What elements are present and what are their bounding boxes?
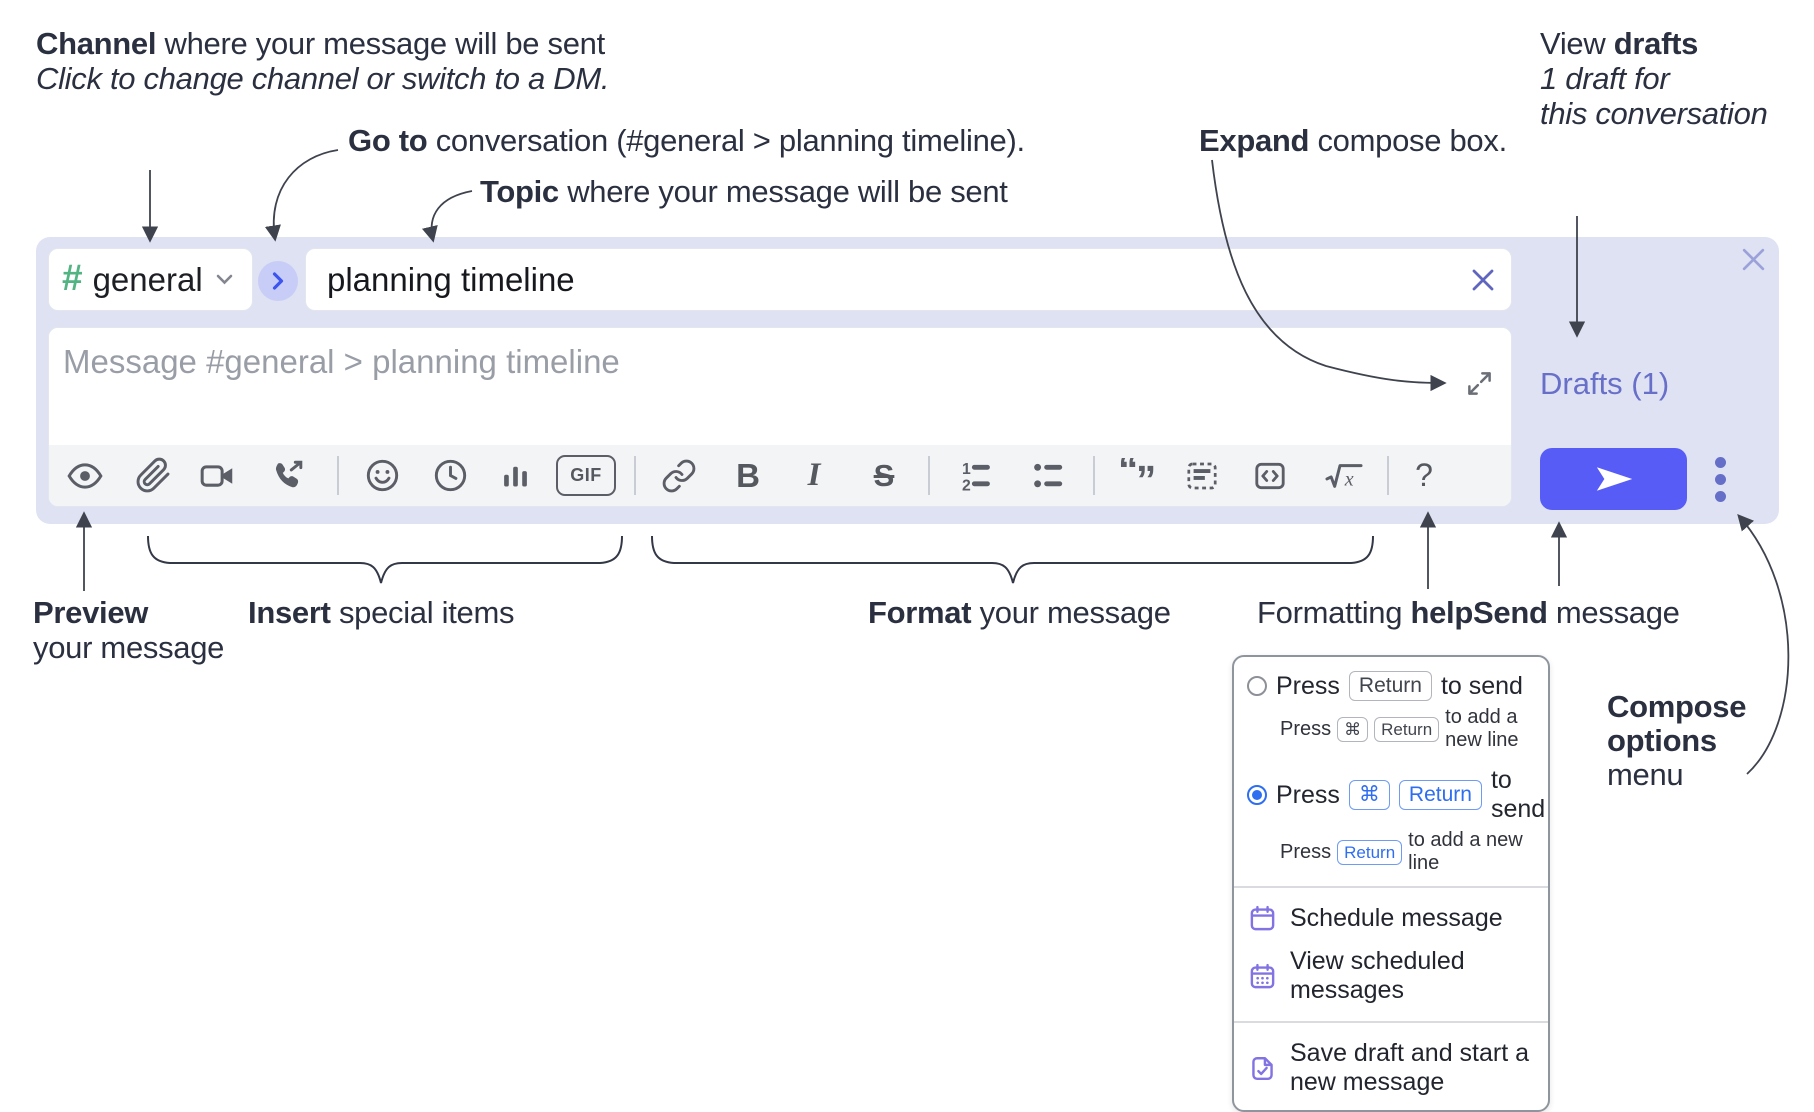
cmd-key-chip: ⌘: [1348, 780, 1390, 810]
clear-topic-icon[interactable]: [1463, 260, 1503, 300]
toolbar-divider: [1093, 456, 1095, 495]
calendar-grid-icon: [1248, 962, 1277, 991]
compose-options-button[interactable]: [1706, 454, 1734, 504]
preview-annotation: Preview your message: [33, 595, 225, 665]
option-return-subtext: Press ⌘ Return to add a new line: [1280, 706, 1519, 751]
code-block-icon[interactable]: [1178, 445, 1226, 506]
channel-name: general: [92, 260, 203, 298]
format-annotation: Format your message: [868, 595, 1171, 630]
drafts-link[interactable]: Drafts (1): [1540, 366, 1670, 401]
formatting-help-annotation: Formatting help: [1257, 595, 1474, 630]
ordered-list-icon[interactable]: 1 2: [953, 445, 1001, 506]
dot-icon: [1714, 456, 1726, 468]
video-clip-icon[interactable]: [194, 445, 242, 506]
send-arrow-icon: [1592, 464, 1636, 494]
attach-paperclip-icon[interactable]: [129, 445, 177, 506]
return-key-chip: Return: [1337, 839, 1403, 865]
cmd-key-chip: ⌘: [1337, 716, 1369, 742]
formula-sqrt-icon[interactable]: x: [1320, 445, 1368, 506]
bulleted-list-icon[interactable]: [1025, 445, 1073, 506]
svg-text:”: ”: [1136, 458, 1156, 494]
menu-item-save-draft[interactable]: Save draft and start a new message: [1234, 1032, 1548, 1100]
topic-input[interactable]: [306, 260, 1463, 299]
recent-clock-icon[interactable]: [426, 445, 474, 506]
toolbar-divider: [1387, 456, 1389, 495]
radio-selected-icon[interactable]: [1247, 785, 1267, 805]
italic-icon[interactable]: I: [807, 457, 821, 493]
goto-annotation: Go to conversation (#general > planning …: [348, 123, 1025, 158]
topic-annotation: Topic where your message will be sent: [480, 174, 1008, 209]
option-cmd-return-to-send[interactable]: Press ⌘ Return to send: [1234, 754, 1548, 824]
channel-hash-icon: #: [62, 257, 83, 298]
audio-call-icon[interactable]: [264, 445, 312, 506]
send-annotation: Send message: [1473, 595, 1680, 630]
message-compose-area: Message #general > planning timeline: [48, 327, 1512, 507]
menu-item-schedule-message[interactable]: Schedule message: [1234, 897, 1548, 940]
bold-icon[interactable]: B: [736, 456, 760, 494]
expand-compose-icon[interactable]: [1466, 370, 1493, 397]
channel-selector[interactable]: # general: [48, 248, 253, 311]
compose-options-annotation: Compose options menu: [1607, 689, 1747, 792]
return-key-chip: Return: [1348, 671, 1432, 701]
formatting-toolbar: GIF B I S 1 2: [49, 445, 1511, 506]
dot-icon: [1714, 473, 1726, 485]
option-cmd-return-subtext: Press Return to add a new line: [1280, 829, 1523, 874]
draft-check-icon: [1248, 1054, 1277, 1083]
emoji-smiley-icon[interactable]: [358, 445, 406, 506]
menu-item-view-scheduled[interactable]: View scheduled messages: [1234, 940, 1548, 1012]
toolbar-divider: [634, 456, 636, 495]
preview-eye-icon[interactable]: [61, 445, 109, 506]
send-button[interactable]: [1540, 448, 1687, 510]
view-drafts-annotation: View drafts 1 draft for this conversatio…: [1540, 26, 1768, 131]
return-key-chip: Return: [1374, 716, 1440, 742]
link-icon[interactable]: [655, 445, 703, 506]
channel-annotation: Channel where your message will be sent …: [36, 26, 610, 96]
menu-divider: [1234, 886, 1548, 888]
menu-divider: [1234, 1021, 1548, 1023]
compose-options-menu: Press Return to send Press ⌘ Return to a…: [1232, 655, 1550, 1112]
message-input[interactable]: Message #general > planning timeline: [49, 328, 1511, 445]
svg-text:x: x: [1344, 468, 1354, 490]
radio-unselected-icon[interactable]: [1247, 676, 1267, 696]
formatting-help-icon[interactable]: ?: [1415, 457, 1433, 493]
svg-text:2: 2: [962, 477, 971, 494]
poll-bars-icon[interactable]: [491, 445, 539, 506]
goto-conversation-button[interactable]: [258, 261, 298, 301]
expand-annotation: Expand compose box.: [1199, 123, 1507, 158]
close-compose-icon[interactable]: [1736, 242, 1770, 276]
message-placeholder: Message #general > planning timeline: [63, 343, 620, 380]
option-return-to-send[interactable]: Press Return to send: [1234, 668, 1548, 701]
svg-text:“: “: [1118, 458, 1138, 493]
svg-text:1: 1: [962, 460, 971, 477]
toolbar-divider: [337, 456, 339, 495]
chevron-down-icon: [216, 274, 233, 285]
toolbar-divider: [928, 456, 930, 495]
blockquote-icon[interactable]: “ ”: [1115, 445, 1163, 506]
insert-annotation: Insert special items: [248, 595, 515, 630]
inline-code-icon[interactable]: [1246, 445, 1294, 506]
calendar-icon: [1248, 904, 1277, 933]
gif-icon[interactable]: GIF: [556, 445, 616, 506]
chevron-right-icon: [272, 272, 284, 290]
topic-field: [305, 248, 1512, 311]
strikethrough-icon[interactable]: S: [873, 457, 895, 493]
return-key-chip: Return: [1398, 780, 1482, 810]
dot-icon: [1714, 490, 1726, 502]
